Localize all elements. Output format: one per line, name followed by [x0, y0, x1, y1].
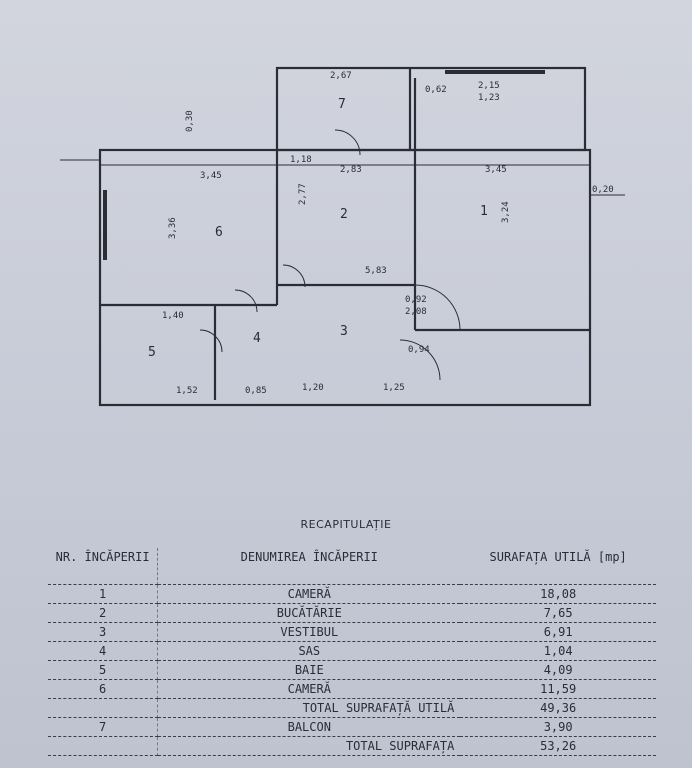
cell-name: VESTIBUL: [157, 622, 461, 642]
svg-text:3,36: 3,36: [168, 217, 178, 239]
svg-text:0,92: 0,92: [405, 295, 427, 305]
svg-text:1,23: 1,23: [478, 93, 500, 103]
cell-nr: 1: [48, 584, 159, 604]
room-number: 2: [340, 207, 348, 222]
cell-nr: 2: [48, 603, 159, 623]
svg-text:2,08: 2,08: [405, 307, 427, 317]
cell-area: 53,26: [460, 736, 656, 756]
cell-nr: 3: [48, 622, 159, 642]
svg-text:0,62: 0,62: [425, 85, 447, 95]
room-number: 4: [253, 331, 261, 346]
cell-name: TOTAL SUPRAFAȚA: [157, 736, 461, 756]
cell-nr: 4: [48, 641, 159, 661]
svg-text:1,18: 1,18: [290, 155, 312, 165]
cell-name: BALCON: [157, 717, 461, 737]
dimension-labels: 2,67 0,62 2,15 1,23 3,45 3,24 3,45 3,36 …: [162, 71, 614, 396]
cell-area: 49,36: [460, 698, 656, 718]
cell-nr: 5: [48, 660, 159, 680]
room-number: 1: [480, 204, 488, 219]
outer-walls: [98, 148, 592, 407]
svg-text:2,67: 2,67: [330, 71, 352, 81]
svg-text:0,85: 0,85: [245, 386, 267, 396]
cell-area: 7,65: [460, 603, 656, 623]
svg-text:3,45: 3,45: [485, 165, 507, 175]
room-number: 6: [215, 225, 223, 240]
cell-name: BAIE: [157, 660, 461, 680]
cell-nr: 7: [48, 717, 159, 737]
cell-name: BUCĂTĂRIE: [157, 603, 461, 623]
header-name: DENUMIREA ÎNCĂPERII: [157, 548, 461, 585]
svg-text:2,83: 2,83: [340, 165, 362, 175]
recap-table: NR. ÎNCĂPERII DENUMIREA ÎNCĂPERII SURAFA…: [48, 548, 656, 756]
balcony-walls: [275, 66, 587, 152]
cell-area: 3,90: [460, 717, 656, 737]
cell-name: CAMERĂ: [157, 679, 461, 699]
cell-area: 6,91: [460, 622, 656, 642]
cell-area: 1,04: [460, 641, 656, 661]
svg-text:1,52: 1,52: [176, 386, 198, 396]
svg-text:1,25: 1,25: [383, 383, 405, 393]
svg-text:1,20: 1,20: [302, 383, 324, 393]
cell-name: TOTAL SUPRAFAȚĂ UTILĂ: [157, 698, 461, 718]
cell-area: 18,08: [460, 584, 656, 604]
cell-empty: [48, 736, 159, 756]
floor-plan: 1 2 3 4 5 6 7 2,67 0,62 2,15 1,23 3,45 3…: [60, 66, 625, 407]
table-header: NR. ÎNCĂPERII DENUMIREA ÎNCĂPERII SURAFA…: [48, 548, 656, 585]
room-number: 3: [340, 324, 348, 339]
svg-text:5,83: 5,83: [365, 266, 387, 276]
room-number: 5: [148, 345, 156, 360]
cell-name: CAMERĂ: [157, 584, 461, 604]
header-nr: NR. ÎNCĂPERII: [48, 548, 159, 585]
svg-text:3,45: 3,45: [200, 171, 222, 181]
cell-area: 4,09: [460, 660, 656, 680]
svg-text:2,15: 2,15: [478, 81, 500, 91]
svg-text:1,40: 1,40: [162, 311, 184, 321]
svg-text:0,94: 0,94: [408, 345, 430, 355]
cell-name: SAS: [157, 641, 461, 661]
svg-text:3,24: 3,24: [501, 201, 511, 223]
svg-text:2,77: 2,77: [298, 183, 308, 205]
recap-title: RECAPITULAȚIE: [300, 518, 392, 531]
cell-empty: [48, 698, 159, 718]
svg-text:0,30: 0,30: [185, 110, 195, 132]
cell-area: 11,59: [460, 679, 656, 699]
svg-text:0,20: 0,20: [592, 185, 614, 195]
header-area: SURAFAȚA UTILĂ [mp]: [460, 548, 656, 585]
cell-nr: 6: [48, 679, 159, 699]
room-number: 7: [338, 97, 346, 112]
